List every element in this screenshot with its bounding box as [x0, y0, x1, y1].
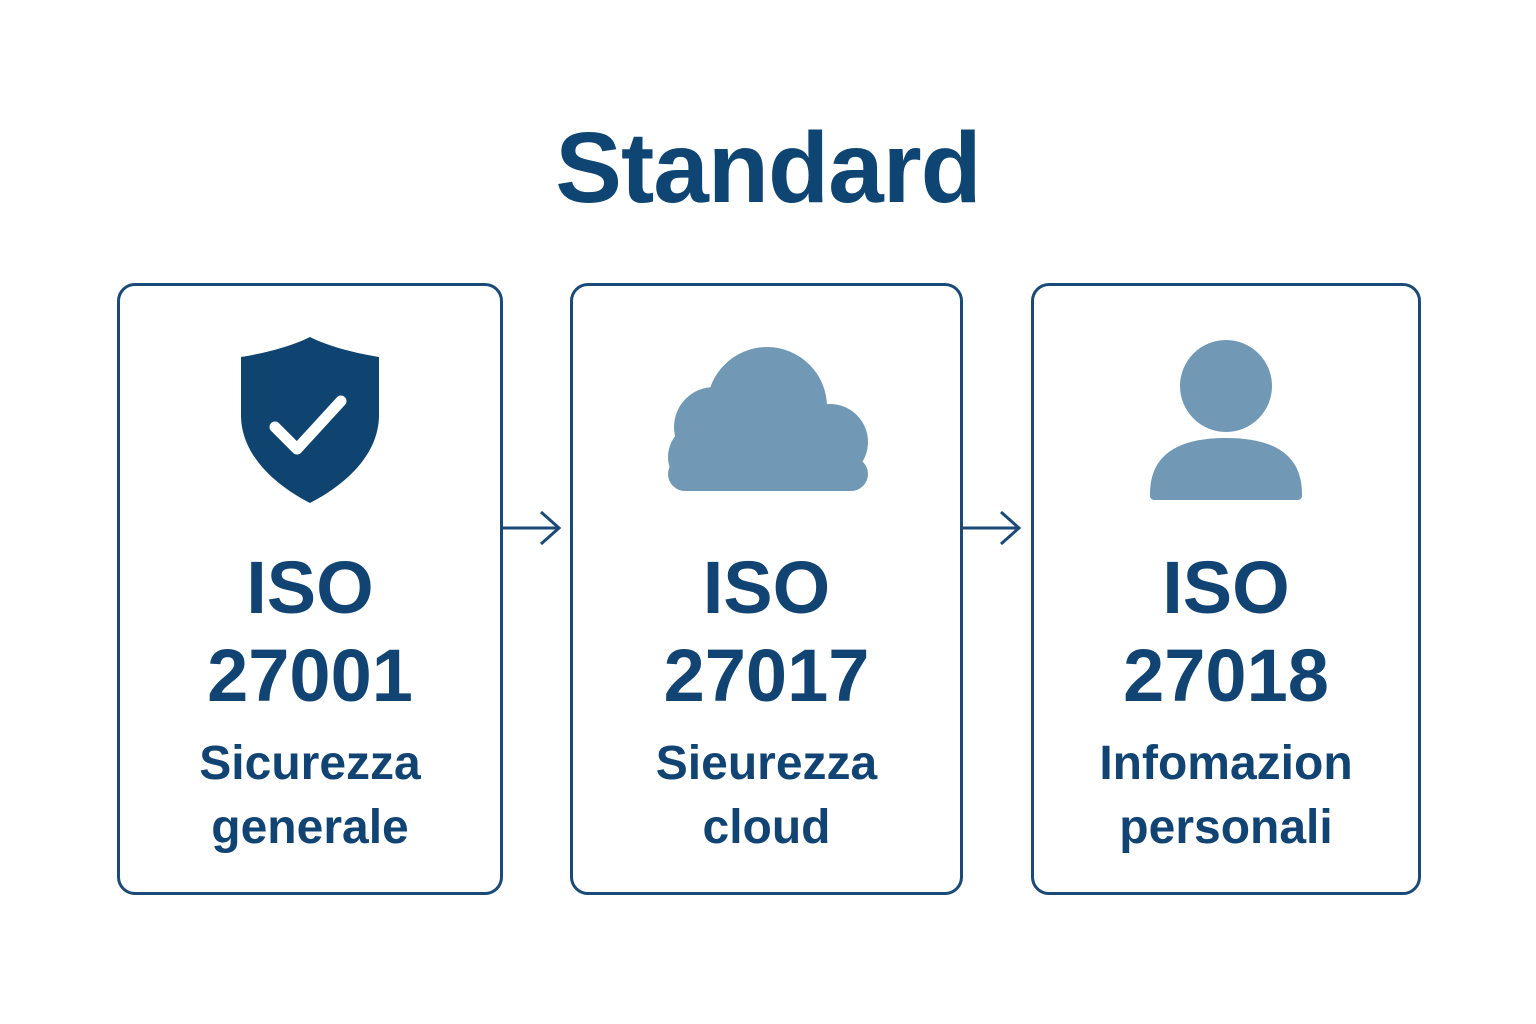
- page-title: Standard: [555, 112, 981, 224]
- description-line-2: generale: [211, 801, 409, 854]
- description-line-1: Infomazion: [1099, 737, 1353, 790]
- card-iso-27017: ISO 27017 Sieurezza cloud: [570, 283, 963, 895]
- iso-number: 27001: [207, 634, 413, 717]
- card-description: Sicurezza generale: [120, 732, 500, 860]
- iso-number: 27018: [1123, 634, 1329, 717]
- card-iso-27001: ISO 27001 Sicurezza generale: [117, 283, 503, 895]
- card-description: Infomazion personali: [1034, 732, 1418, 860]
- card-description: Sieurezza cloud: [573, 732, 960, 860]
- iso-label: ISO: [1162, 546, 1290, 629]
- iso-label: ISO: [702, 546, 831, 629]
- arrow-right-icon: [963, 510, 1022, 546]
- description-line-2: cloud: [702, 801, 831, 854]
- card-iso-27018: ISO 27018 Infomazion personali: [1031, 283, 1421, 895]
- description-line-1: Sieurezza: [655, 737, 878, 790]
- cloud-icon: [573, 330, 960, 510]
- user-icon: [1034, 330, 1418, 510]
- iso-label: ISO: [246, 546, 374, 629]
- shield-check-icon: [120, 330, 500, 510]
- description-line-2: personali: [1119, 801, 1333, 854]
- arrow-right-icon: [503, 510, 562, 546]
- iso-number: 27017: [663, 634, 870, 717]
- description-line-1: Sicurezza: [199, 737, 421, 790]
